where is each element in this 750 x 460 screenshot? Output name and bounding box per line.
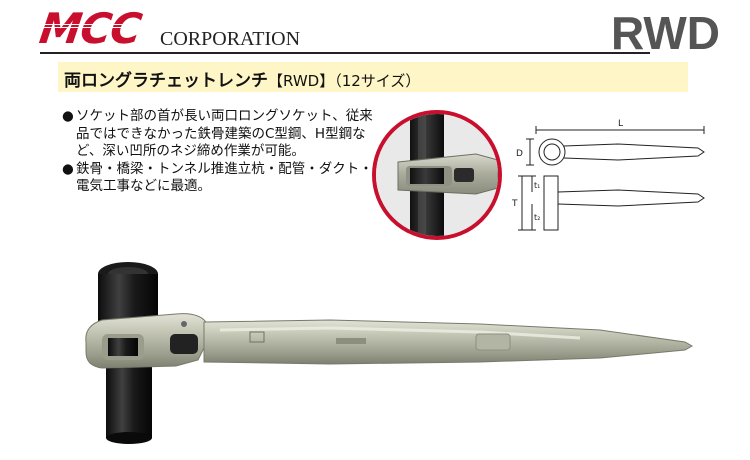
bullet-text: 鉄骨・橋梁・トンネル推進立杭・配管・ダクト・電気工事などに最適。 [76,160,373,195]
dim-label-bottom: t₂ [534,213,540,222]
socket-closeup-photo [372,110,502,240]
header: MCC CORPORATION RWD [0,0,750,62]
description-bullet: ● ソケット部の首が長い両口ロングソケット、従来品ではできなかった鉄骨建築のC型… [62,108,382,161]
dim-label-total: T [511,199,518,209]
dim-label-diameter: D [516,149,523,159]
product-title: 両ロングラチェットレンチ【RWD】（12サイズ） [64,66,420,91]
product-title-sub: 【RWD】（12サイズ） [268,72,421,90]
bullet-text: ソケット部の首が長い両口ロングソケット、従来品ではできなかった鉄骨建築のC型鋼、… [76,108,373,159]
dimension-diagram: L D t₁ T t₂ [511,119,705,231]
bullet-dot-icon: ● [62,108,74,124]
title-bar: 両ロングラチェットレンチ【RWD】（12サイズ） [58,62,688,92]
socket-closeup-illustration [376,114,498,236]
description: ● ソケット部の首が長い両口ロングソケット、従来品ではできなかった鉄骨建築のC型… [62,108,382,196]
dim-label-top: t₁ [534,181,540,190]
model-code: RWD [610,7,720,59]
dim-label-length: L [618,119,623,129]
company-logo: MCC [36,4,144,53]
company-name: CORPORATION [160,28,301,50]
wrench-photo [80,256,700,446]
dimension-drawing: L D t₁ T t₂ [508,108,720,248]
description-bullet: ● 鉄骨・橋梁・トンネル推進立杭・配管・ダクト・電気工事などに最適。 [62,161,382,196]
product-title-main: 両ロングラチェットレンチ [64,71,268,91]
ratchet-wrench-illustration [85,262,694,444]
header-rule [40,52,650,54]
bullet-dot-icon: ● [62,160,74,177]
